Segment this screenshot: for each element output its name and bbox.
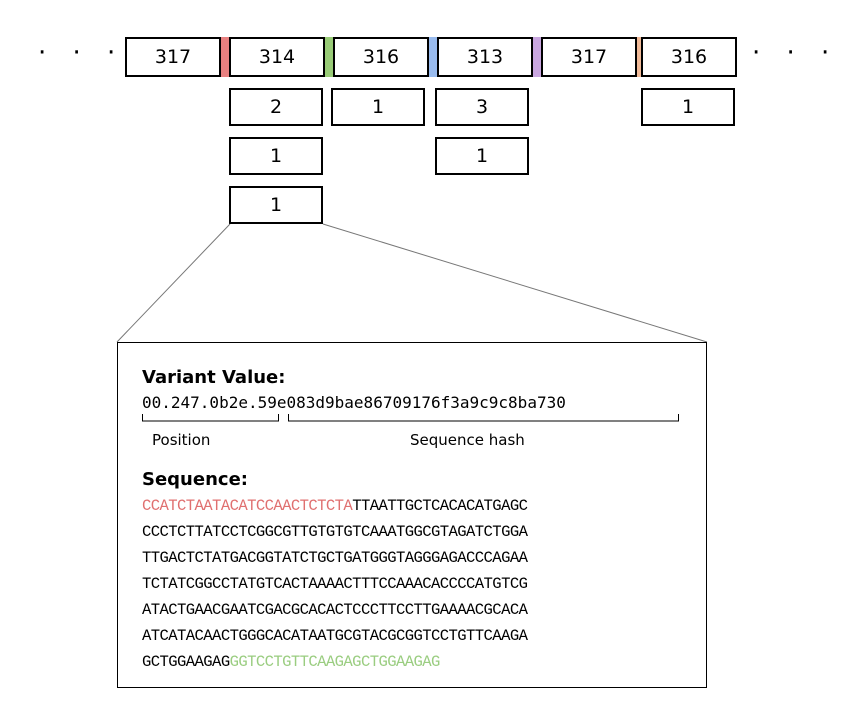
sequence-line-7: GCTGGAAGAGGGTCCTGTTCAAGAGCTGGAAGAG bbox=[142, 653, 440, 671]
position-box-5: 317 bbox=[541, 37, 637, 77]
position-box-6: 316 bbox=[641, 37, 737, 77]
variant-detail-panel: Variant Value: 00.247.0b2e.59e083d9bae86… bbox=[117, 342, 707, 688]
separator-2 bbox=[325, 37, 333, 77]
separator-1 bbox=[221, 37, 229, 77]
sequence-text: GCTGGAAGAG bbox=[142, 653, 230, 671]
variant-value-hash: 59e083d9bae86709176f3a9c9c8ba730 bbox=[257, 393, 566, 412]
count-box-p6-1: 1 bbox=[641, 88, 735, 126]
position-label: Position bbox=[152, 431, 211, 449]
right-ellipsis: · · · bbox=[752, 38, 839, 68]
count-box-p3-1: 1 bbox=[331, 88, 425, 126]
sequence-line-5: ATACTGAACGAATCGACGCACACTCCCTTCCTTGAAAACG… bbox=[142, 601, 528, 619]
hash-label: Sequence hash bbox=[410, 431, 525, 449]
sequence-line-4: TCTATCGGCCTATGTCACTAAAACTTTCCAAACACCCCAT… bbox=[142, 575, 528, 593]
forward-primer: CCATCTAATACATCCAACTCTCTA bbox=[142, 497, 353, 515]
count-box-p2-2: 1 bbox=[229, 137, 323, 175]
zoom-line-left bbox=[116, 223, 231, 343]
sequence-text: TTAATTGCTCACACATGAGC bbox=[352, 497, 528, 515]
brackets bbox=[142, 414, 679, 422]
variant-value-position: 00.247.0b2e. bbox=[142, 393, 258, 412]
sequence-heading: Sequence: bbox=[142, 469, 248, 490]
separator-4 bbox=[533, 37, 541, 77]
separator-3 bbox=[429, 37, 437, 77]
sequence-line-3: TTGACTCTATGACGGTATCTGCTGATGGGTAGGGAGACCC… bbox=[142, 549, 528, 567]
sequence-line-6: ATCATACAACTGGGCACATAATGCGTACGCGGTCCTGTTC… bbox=[142, 627, 528, 645]
zoom-line-right bbox=[322, 223, 708, 343]
position-box-1: 317 bbox=[125, 37, 221, 77]
position-box-2: 314 bbox=[229, 37, 325, 77]
position-box-3: 316 bbox=[333, 37, 429, 77]
position-box-4: 313 bbox=[437, 37, 533, 77]
variant-value-heading: Variant Value: bbox=[142, 367, 286, 388]
left-ellipsis: · · · bbox=[38, 38, 125, 68]
count-box-p2-3: 1 bbox=[229, 186, 323, 224]
reverse-primer: GGTCCTGTTCAAGAGCTGGAAGAG bbox=[229, 653, 441, 671]
sequence-line-2: CCCTCTTATCCTCGGCGTTGTGTGTCAAATGGCGTAGATC… bbox=[142, 523, 528, 541]
position-bracket bbox=[142, 414, 279, 422]
count-box-p4-1: 3 bbox=[435, 88, 529, 126]
sequence-line-1: CCATCTAATACATCCAACTCTCTATTAATTGCTCACACAT… bbox=[142, 497, 528, 515]
variant-value: 00.247.0b2e.59e083d9bae86709176f3a9c9c8b… bbox=[142, 393, 566, 412]
hash-bracket bbox=[288, 414, 679, 422]
count-box-p2-1: 2 bbox=[229, 88, 323, 126]
count-box-p4-2: 1 bbox=[435, 137, 529, 175]
